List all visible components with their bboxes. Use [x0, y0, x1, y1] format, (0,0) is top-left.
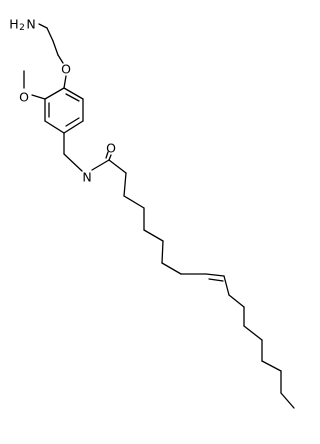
- bond-8: [63, 120, 84, 134]
- amine-subscript-label: 2: [19, 23, 25, 33]
- bond-36: [261, 360, 282, 372]
- bond-2: [52, 40, 59, 56]
- bond-25: [143, 229, 164, 242]
- bond-18: [91, 159, 110, 171]
- atom-label-layer: H 2 N O O N O: [9, 17, 116, 185]
- bond-26: [161, 240, 164, 264]
- bond-19: [108, 154, 112, 161]
- bond-17: [63, 153, 83, 172]
- bond-27: [161, 262, 182, 275]
- bond-14: [31, 94, 46, 100]
- bond-32: [228, 294, 245, 308]
- bond-1: [46, 27, 54, 42]
- bond-11: [65, 93, 80, 102]
- bond-5: [44, 87, 65, 100]
- bond-31: [223, 275, 230, 296]
- bond-29: [205, 273, 225, 277]
- bond-23: [123, 195, 145, 209]
- bond-0: [38, 23, 48, 29]
- bond-30: [208, 278, 224, 282]
- bond-layer: [23, 23, 295, 409]
- bond-12: [65, 117, 80, 127]
- molecule-structure: H 2 N O O N O: [9, 17, 295, 409]
- amide-nitrogen-label: N: [82, 170, 91, 185]
- methoxy-oxygen-label: O: [19, 90, 29, 105]
- bond-21: [108, 159, 127, 174]
- carbonyl-oxygen-label: O: [106, 141, 116, 156]
- ether-oxygen-label: O: [61, 62, 71, 77]
- bond-38: [280, 392, 295, 409]
- amine-n-label: N: [26, 17, 35, 32]
- bond-4: [63, 75, 67, 89]
- bond-34: [243, 325, 263, 341]
- bond-20: [105, 151, 109, 159]
- bond-3: [57, 54, 64, 64]
- bond-22: [123, 172, 127, 197]
- amine-h-label: H: [9, 17, 18, 32]
- bond-10: [63, 87, 84, 100]
- bond-7: [44, 120, 65, 134]
